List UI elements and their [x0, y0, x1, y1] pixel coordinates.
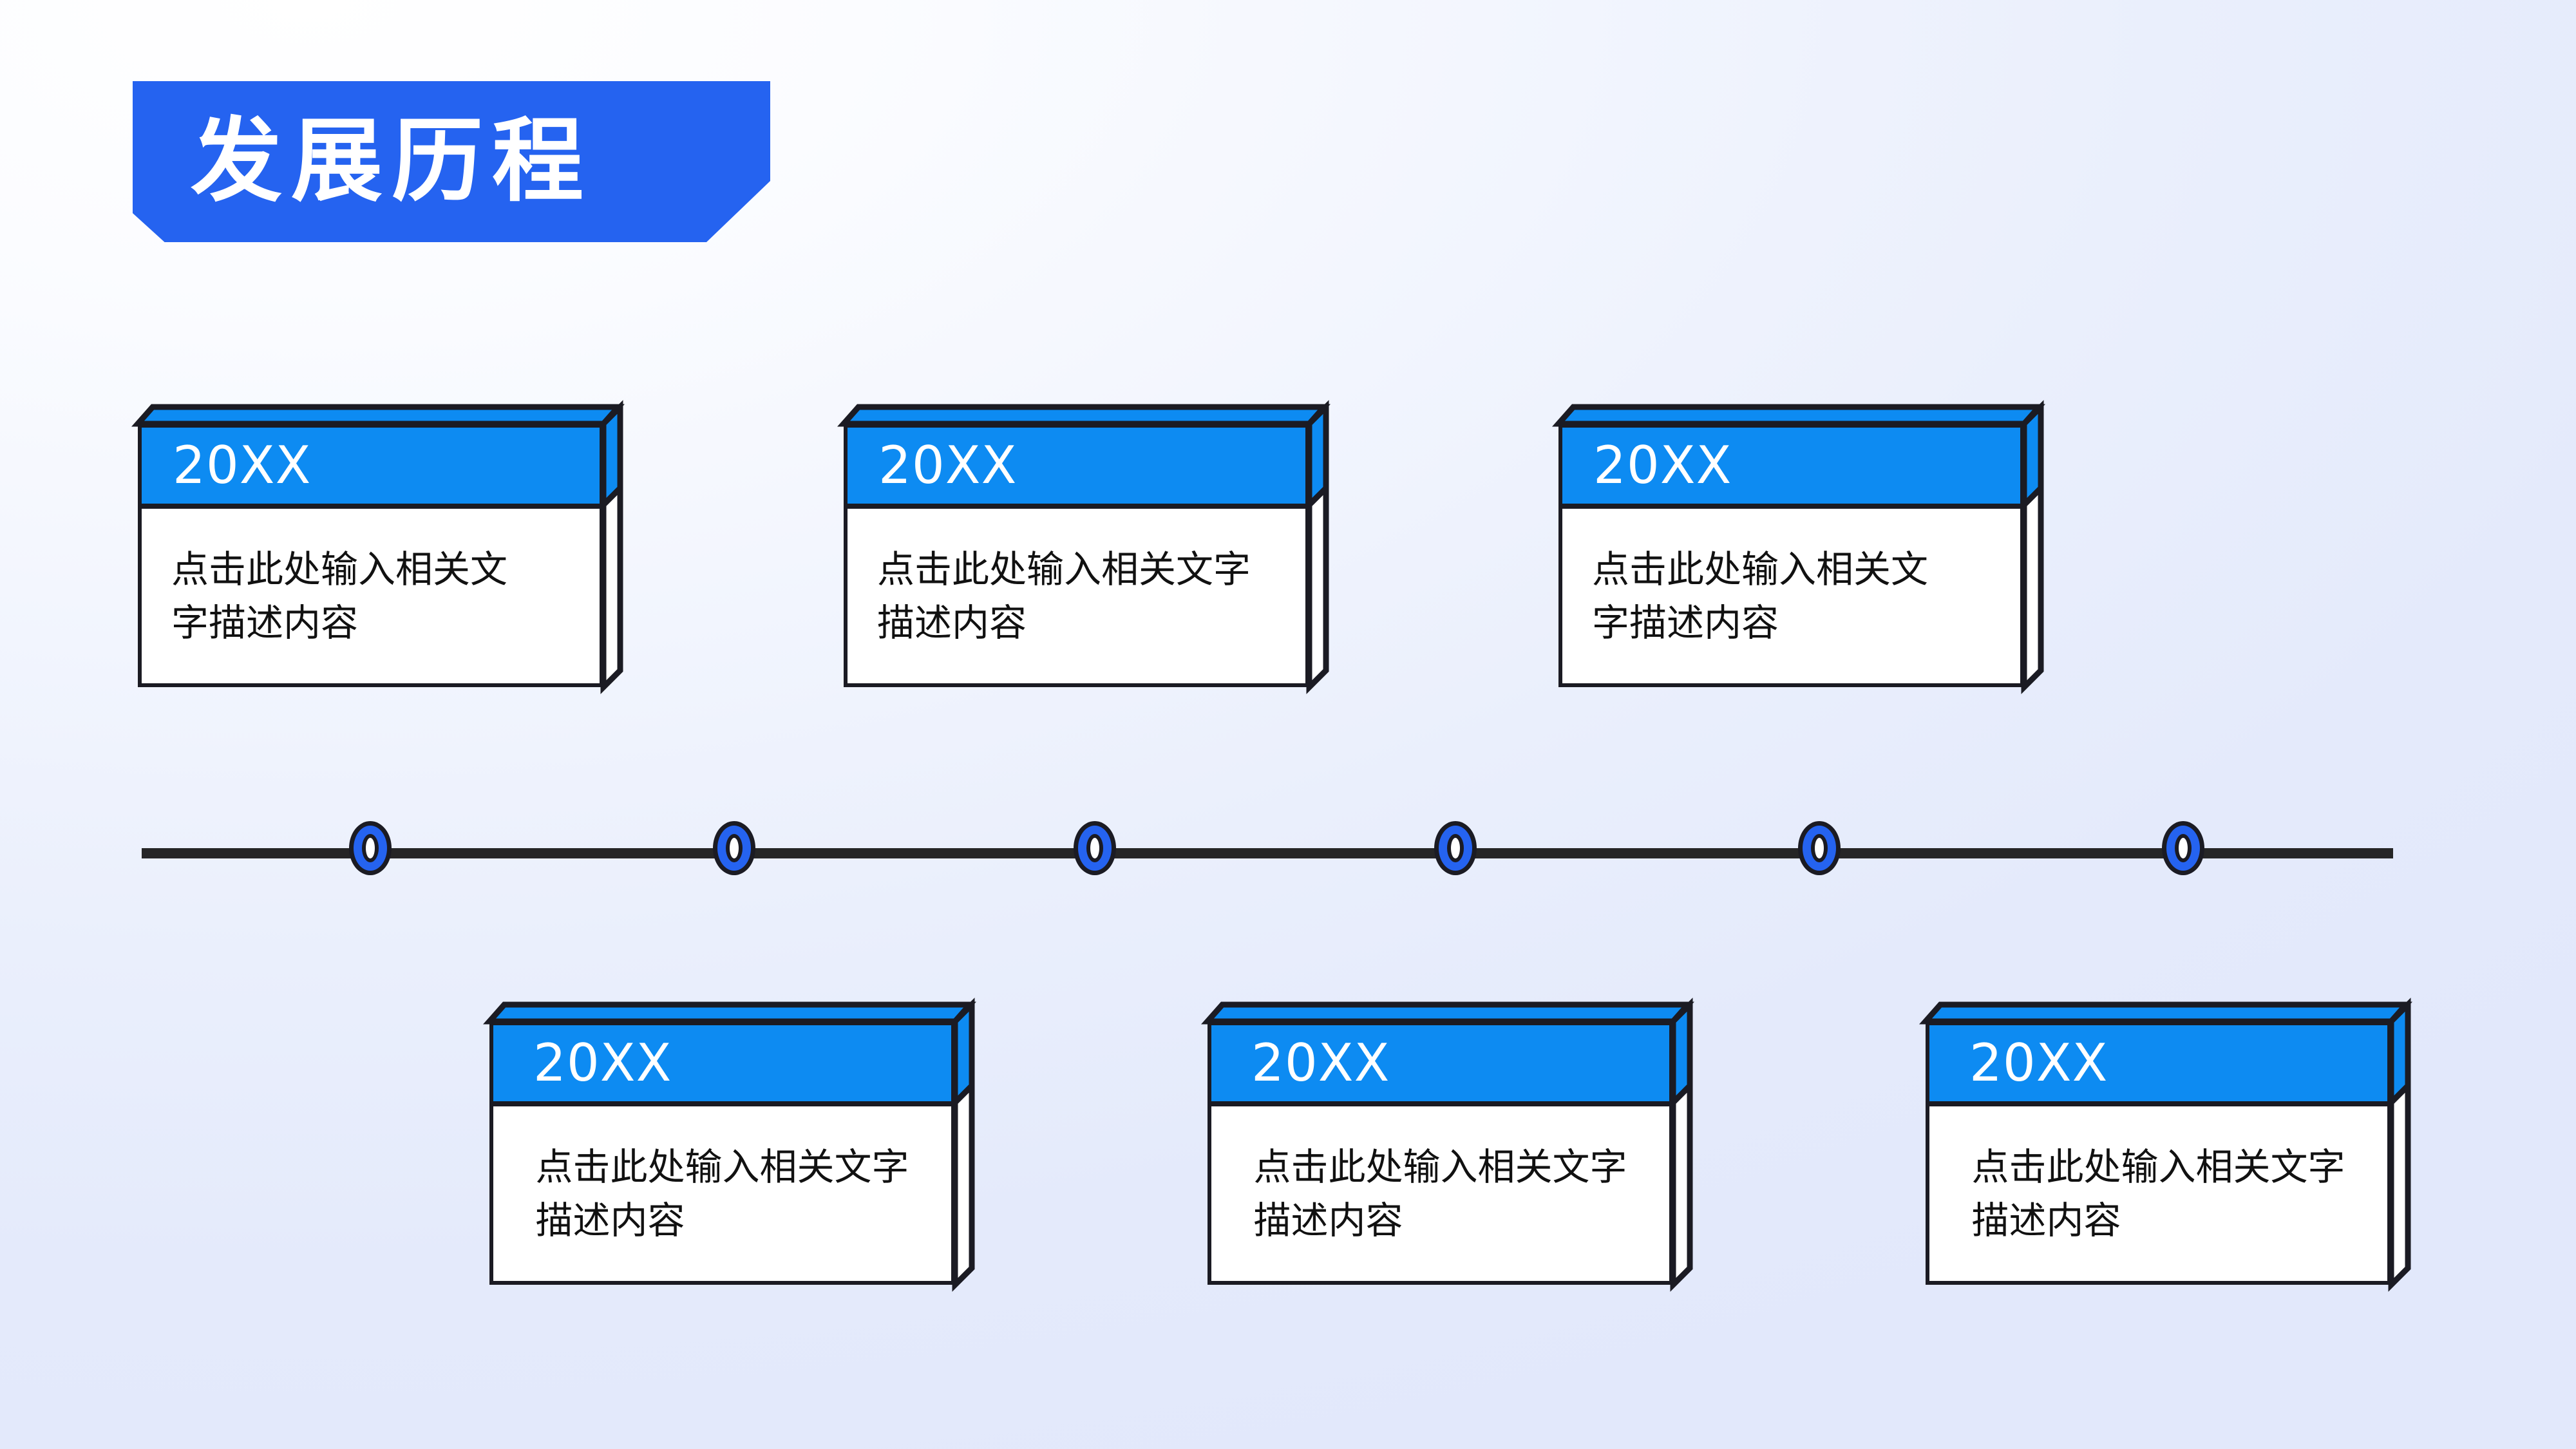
card-3d-top-face	[1201, 1001, 1694, 1025]
card-3d-right-face	[2021, 400, 2044, 694]
card-description: 点击此处输入相关文字 描述内容	[877, 547, 1251, 645]
card-3d-right-face	[2388, 998, 2411, 1292]
card-body: 点击此处输入相关文字 描述内容	[1211, 1106, 1669, 1281]
card-body: 点击此处输入相关文字 描述内容	[493, 1106, 951, 1281]
card-header: 20XX	[142, 428, 600, 509]
card-header: 20XX	[848, 428, 1305, 509]
card-description: 点击此处输入相关文字 描述内容	[1253, 1145, 1627, 1242]
card-front-face: 20XX 点击此处输入相关文字 描述内容	[1208, 1021, 1673, 1285]
page-title-banner: 发展历程	[133, 81, 770, 242]
card-header: 20XX	[493, 1025, 951, 1106]
timeline-dot-core	[2175, 834, 2192, 862]
card-description: 点击此处输入相关文字 描述内容	[1971, 1145, 2345, 1242]
card-3d-right-face	[1670, 998, 1693, 1292]
card-3d-right-face	[1306, 400, 1329, 694]
card-description: 点击此处输入相关文 字描述内容	[171, 547, 508, 645]
card-body: 点击此处输入相关文字 描述内容	[1929, 1106, 2387, 1281]
timeline-dot-core	[1086, 834, 1103, 862]
timeline-dot-6[interactable]	[2162, 821, 2204, 875]
timeline-dot-core	[362, 834, 379, 862]
milestone-card-top-3[interactable]: 20XX 点击此处输入相关文 字描述内容	[1552, 400, 2045, 694]
milestone-card-bottom-2[interactable]: 20XX 点击此处输入相关文字 描述内容	[1201, 998, 1694, 1292]
card-3d-top-face	[837, 404, 1331, 427]
timeline-dot-core	[726, 834, 743, 862]
card-3d-top-face	[131, 404, 625, 427]
card-front-face: 20XX 点击此处输入相关文字 描述内容	[1926, 1021, 2391, 1285]
card-year-label: 20XX	[173, 435, 312, 495]
card-description: 点击此处输入相关文字 描述内容	[535, 1145, 909, 1242]
card-header: 20XX	[1211, 1025, 1669, 1106]
card-3d-top-face	[483, 1001, 976, 1025]
card-body: 点击此处输入相关文 字描述内容	[1562, 509, 2020, 683]
timeline-dot-1[interactable]	[349, 821, 392, 875]
card-front-face: 20XX 点击此处输入相关文 字描述内容	[138, 424, 603, 687]
card-front-face: 20XX 点击此处输入相关文字 描述内容	[844, 424, 1309, 687]
timeline-dot-5[interactable]	[1798, 821, 1841, 875]
card-header: 20XX	[1929, 1025, 2387, 1106]
card-3d-top-face	[1919, 1001, 2412, 1025]
card-body: 点击此处输入相关文 字描述内容	[142, 509, 600, 683]
timeline-axis	[142, 848, 2393, 858]
card-3d-top-face	[1552, 404, 2045, 427]
page-title: 发展历程	[191, 108, 592, 214]
milestone-card-bottom-3[interactable]: 20XX 点击此处输入相关文字 描述内容	[1919, 998, 2412, 1292]
timeline-dot-3[interactable]	[1074, 821, 1116, 875]
card-year-label: 20XX	[878, 435, 1018, 495]
timeline-dot-4[interactable]	[1434, 821, 1477, 875]
timeline-dot-core	[1447, 834, 1464, 862]
card-year-label: 20XX	[1969, 1033, 2108, 1093]
card-year-label: 20XX	[533, 1033, 672, 1093]
milestone-card-top-2[interactable]: 20XX 点击此处输入相关文字 描述内容	[837, 400, 1331, 694]
card-description: 点击此处输入相关文 字描述内容	[1592, 547, 1929, 645]
card-header: 20XX	[1562, 428, 2020, 509]
card-front-face: 20XX 点击此处输入相关文 字描述内容	[1558, 424, 2024, 687]
card-3d-right-face	[952, 998, 975, 1292]
milestone-card-bottom-1[interactable]: 20XX 点击此处输入相关文字 描述内容	[483, 998, 976, 1292]
timeline-dot-core	[1811, 834, 1828, 862]
card-front-face: 20XX 点击此处输入相关文字 描述内容	[489, 1021, 955, 1285]
milestone-card-top-1[interactable]: 20XX 点击此处输入相关文 字描述内容	[131, 400, 625, 694]
card-3d-right-face	[600, 400, 623, 694]
card-year-label: 20XX	[1251, 1033, 1390, 1093]
timeline-dot-2[interactable]	[713, 821, 755, 875]
card-year-label: 20XX	[1593, 435, 1732, 495]
card-body: 点击此处输入相关文字 描述内容	[848, 509, 1305, 683]
